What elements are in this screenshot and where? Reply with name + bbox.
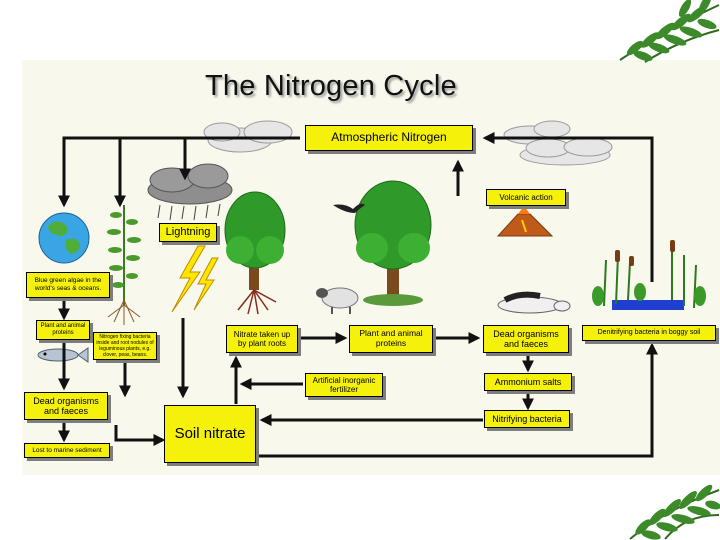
dead-animal-icon	[497, 291, 571, 314]
bird-icon	[333, 203, 365, 213]
dead-organisms-left-box: Dead organisms and faeces	[24, 392, 108, 420]
bog-reeds-icon	[592, 240, 706, 310]
plant-animal-proteins-small-box: Plant and animal proteins	[36, 320, 90, 340]
plant-animal-proteins-box: Plant and animal proteins	[349, 325, 433, 353]
ammonium-salts-box: Ammonium salts	[484, 373, 572, 391]
lightning-bolt-icon	[171, 245, 219, 313]
nitrifying-bacteria-box: Nitrifying bacteria	[484, 410, 570, 428]
nitrate-taken-up-box: Nitrate taken up by plant roots	[226, 325, 298, 353]
soil-nitrate-box: Soil nitrate	[164, 405, 256, 463]
storm-cloud-icon	[147, 163, 233, 221]
artificial-fertilizer-box: Artificial inorganic fertilizer	[305, 373, 383, 397]
tree-icon	[354, 180, 432, 306]
blue-green-algae-box: Blue green algae in the world's seas & o…	[26, 272, 110, 298]
denitrifying-bacteria-box: Denitrifying bacteria in boggy soil	[582, 325, 716, 341]
flow-arrows	[58, 132, 658, 458]
fern-decoration-icon	[619, 0, 720, 63]
tree-icon	[224, 191, 286, 315]
volcanic-action-box: Volcanic action	[486, 189, 566, 206]
atmospheric-nitrogen-box: Atmospheric Nitrogen	[305, 125, 473, 151]
nitrogen-fixing-bacteria-box: Nitrogen fixing bacteria inside and root…	[93, 332, 157, 360]
fern-decoration-icon	[629, 484, 720, 540]
cloud-icon	[519, 137, 613, 166]
dead-organisms-right-box: Dead organisms and faeces	[483, 325, 569, 353]
diagram-title: The Nitrogen Cycle	[205, 70, 457, 102]
legume-plant-icon	[107, 205, 141, 325]
volcano-icon	[496, 206, 554, 237]
sheep-icon	[316, 287, 359, 314]
lost-to-marine-sediment-box: Lost to marine sediment	[24, 443, 110, 458]
lightning-box: Lightning	[159, 223, 217, 242]
cloud-icon	[203, 120, 293, 153]
fish-icon	[37, 347, 89, 363]
globe-icon	[38, 212, 90, 264]
